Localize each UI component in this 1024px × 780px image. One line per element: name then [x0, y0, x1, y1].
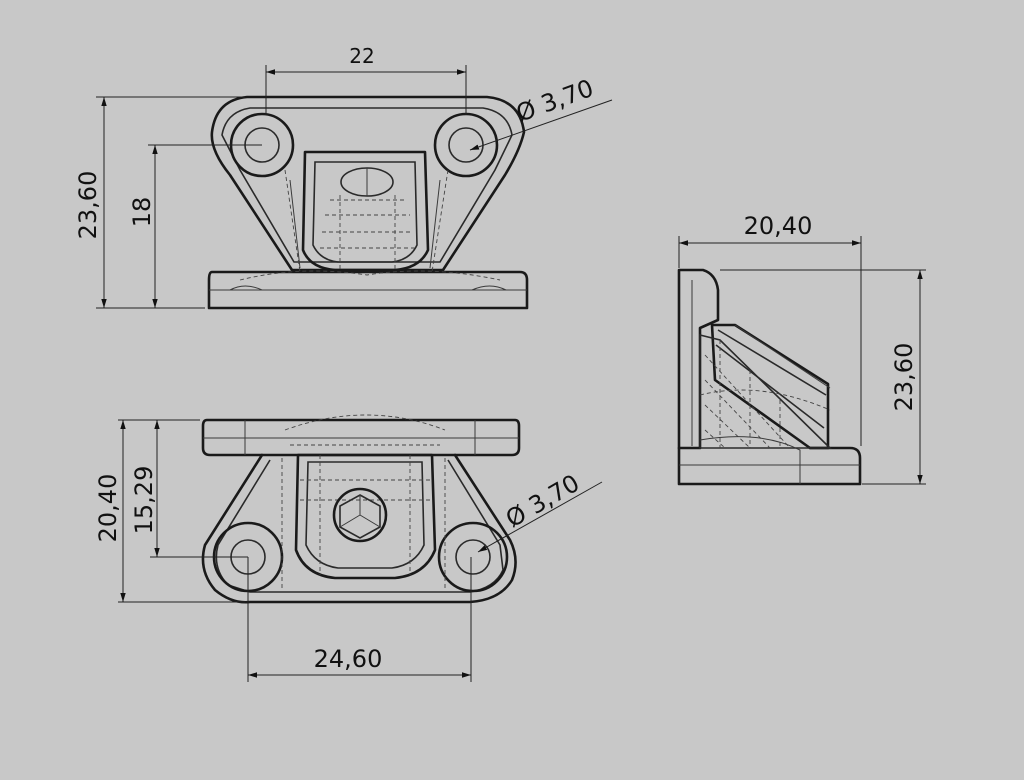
side-view: 20,40 23,60: [677, 212, 926, 486]
dim-top-hole-spacing: 24,60: [314, 645, 383, 673]
dim-front-hole-height: 18: [128, 197, 156, 228]
dim-front-width: 22: [349, 44, 374, 68]
dim-side-height: 23,60: [890, 343, 918, 412]
dim-top-total-depth: 20,40: [94, 474, 122, 543]
dim-top-hole-diameter: Ø 3,70: [501, 469, 584, 533]
dim-top-hole-depth: 15,29: [130, 466, 158, 535]
dim-side-width: 20,40: [744, 212, 813, 240]
top-view: 20,40 15,29 Ø 3,70 24,60: [94, 414, 603, 682]
front-view: 22 Ø 3,70 23,60 18: [74, 44, 613, 310]
dim-front-total-height: 23,60: [74, 171, 102, 240]
dim-front-hole-diameter: Ø 3,70: [512, 74, 597, 128]
